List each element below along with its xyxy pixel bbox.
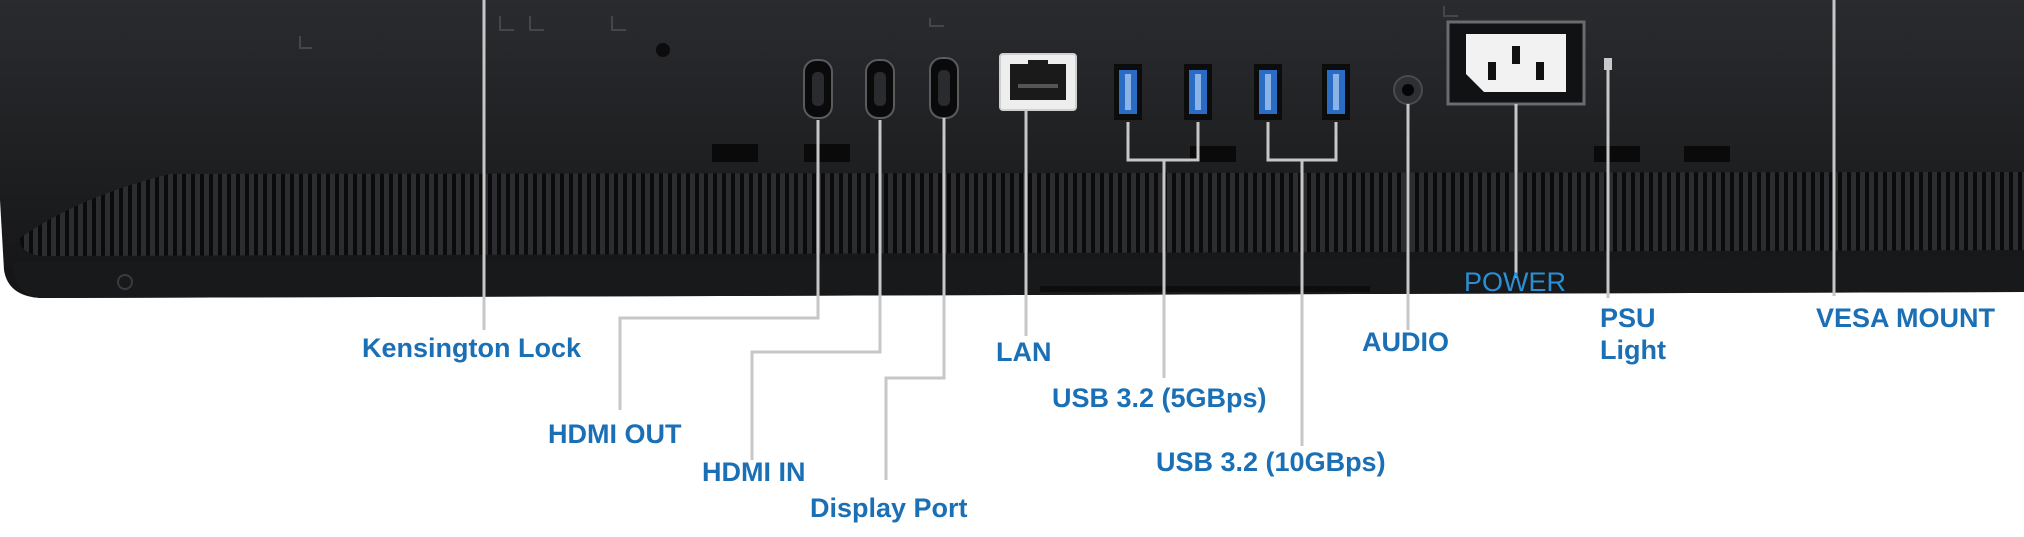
usb-5gbps-port-1 [1114, 64, 1142, 120]
lan-port [999, 53, 1077, 111]
label-usb-10gbps: USB 3.2 (10GBps) [1156, 447, 1386, 477]
label-psu-light: PSU Light [1600, 302, 1666, 366]
label-power: POWER [1464, 267, 1567, 297]
screw-hole [117, 274, 133, 290]
hdmi-out-port [803, 59, 833, 119]
hdmi-in-port [865, 59, 895, 119]
vent-grille [19, 172, 2024, 256]
leader-lines [482, 0, 1836, 480]
label-hdmi-out: HDMI OUT [548, 419, 682, 449]
leader-hdmi-in [750, 120, 882, 460]
power-socket [1446, 20, 1586, 106]
audio-jack [1393, 75, 1423, 105]
white-fade [1462, 298, 1762, 338]
label-vesa-mount: VESA MOUNT [1816, 303, 1996, 333]
label-psu-light-line2: Light [1600, 335, 1666, 365]
label-usb-5gbps: USB 3.2 (5GBps) [1052, 383, 1267, 413]
psu-light [1604, 58, 1612, 70]
label-hdmi-in: HDMI IN [702, 457, 806, 487]
usb-5gbps-port-2 [1184, 64, 1212, 120]
display-port [929, 57, 959, 119]
label-psu-light-line1: PSU [1600, 303, 1656, 333]
chassis-dot [656, 43, 670, 57]
label-audio: AUDIO [1362, 327, 1449, 357]
leader-hdmi-out [618, 120, 820, 410]
label-display-port: Display Port [810, 493, 968, 523]
leader-usb-10 [1266, 122, 1338, 446]
usb-10gbps-port-2 [1322, 64, 1350, 120]
usb-10gbps-port-1 [1254, 64, 1282, 120]
leader-display-port [884, 118, 946, 480]
chassis-marks [299, 6, 1458, 49]
chassis-lip [12, 256, 2024, 298]
leader-usb-5 [1126, 122, 1200, 378]
chassis-tabs [712, 144, 1730, 162]
label-kensington-lock: Kensington Lock [362, 333, 582, 363]
stand-slot [1040, 286, 1370, 292]
label-lan: LAN [996, 337, 1052, 367]
